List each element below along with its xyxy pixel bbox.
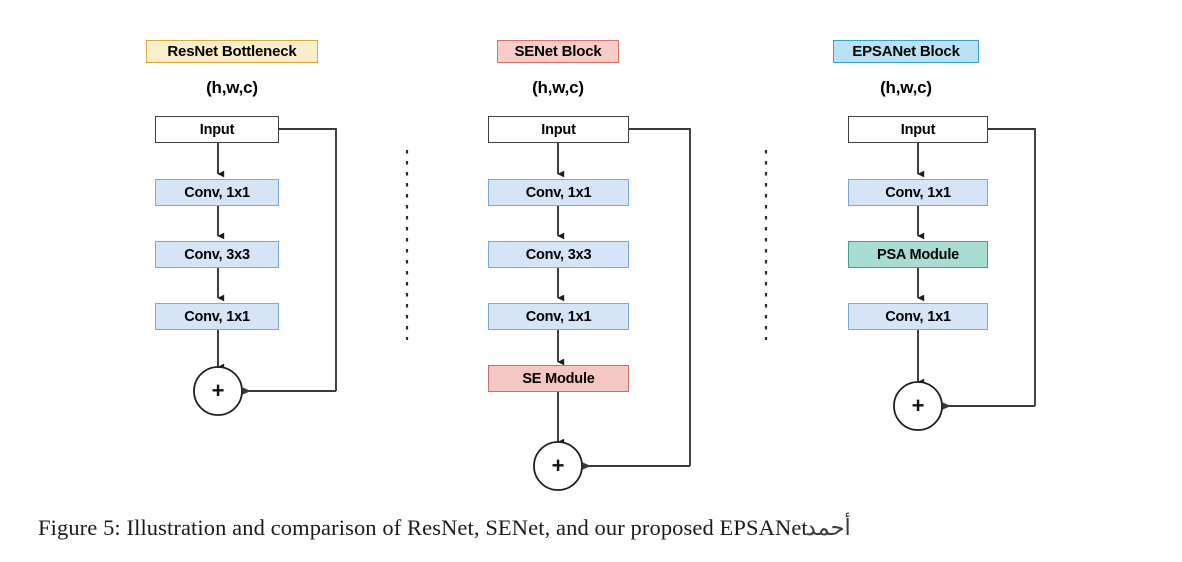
column-header-resnet: ResNet Bottleneck — [146, 40, 318, 63]
resnet-block-input[interactable]: Input — [155, 116, 279, 143]
senet-shape-label: (h,w,c) — [532, 78, 584, 97]
senet-block-conv1[interactable]: Conv, 1x1 — [488, 179, 629, 206]
epsanet-shape-label: (h,w,c) — [880, 78, 932, 97]
caption-overlap-artifact: أحمد — [805, 515, 858, 540]
epsanet-connectors — [893, 128, 1036, 431]
senet-block-conv3[interactable]: Conv, 1x1 — [488, 303, 629, 330]
resnet-shape-label: (h,w,c) — [206, 78, 258, 97]
resnet-sum-symbol: + — [211, 378, 225, 403]
epsanet-block-conv1[interactable]: Conv, 1x1 — [848, 179, 988, 206]
epsanet-block-conv2[interactable]: Conv, 1x1 — [848, 303, 988, 330]
senet-connectors — [533, 128, 691, 491]
epsanet-sum-node — [893, 381, 943, 431]
epsanet-block-input[interactable]: Input — [848, 116, 988, 143]
figure-caption-text: Figure 5: Illustration and comparison of… — [38, 515, 808, 540]
epsanet-sum-symbol: + — [911, 393, 925, 418]
resnet-block-conv2[interactable]: Conv, 3x3 — [155, 241, 279, 268]
resnet-sum-node — [193, 366, 243, 416]
resnet-block-conv3[interactable]: Conv, 1x1 — [155, 303, 279, 330]
resnet-block-conv1[interactable]: Conv, 1x1 — [155, 179, 279, 206]
column-header-senet: SENet Block — [497, 40, 619, 63]
column-header-epsanet: EPSANet Block — [833, 40, 979, 63]
senet-sum-symbol: + — [551, 453, 565, 478]
senet-block-conv2[interactable]: Conv, 3x3 — [488, 241, 629, 268]
senet-block-se-module[interactable]: SE Module — [488, 365, 629, 392]
senet-block-input[interactable]: Input — [488, 116, 629, 143]
figure-caption: Figure 5: Illustration and comparison of… — [38, 515, 1158, 541]
resnet-connectors — [193, 128, 337, 416]
senet-sum-node — [533, 441, 583, 491]
epsanet-block-psa-module[interactable]: PSA Module — [848, 241, 988, 268]
